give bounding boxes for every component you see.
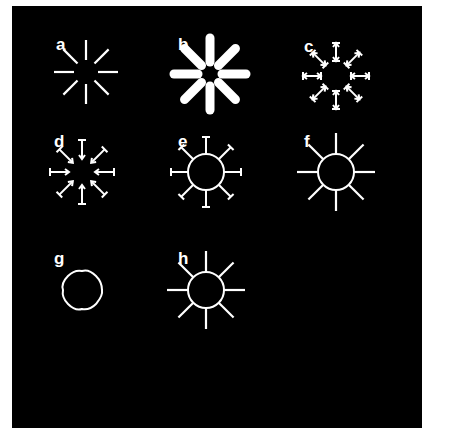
panel-letter: b xyxy=(178,36,188,53)
panel-letter: g xyxy=(54,250,64,267)
black-ground xyxy=(12,6,422,428)
starburst-f xyxy=(297,133,375,211)
panel-letter: f xyxy=(304,133,310,150)
panel-letter: h xyxy=(178,250,188,267)
panel-letter: a xyxy=(56,36,65,53)
panel-letter: e xyxy=(178,133,187,150)
panel-letter: c xyxy=(304,38,313,55)
panel-letter: d xyxy=(54,133,64,150)
wavy-circle-g xyxy=(62,270,102,309)
starburst-h xyxy=(167,251,245,329)
